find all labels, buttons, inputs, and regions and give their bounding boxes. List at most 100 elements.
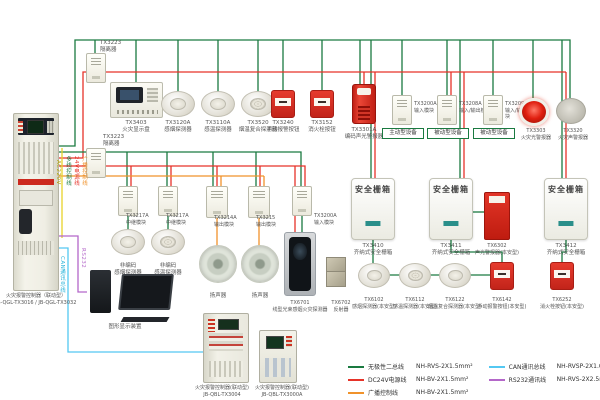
safety-barrier-2-bx-logo (443, 220, 459, 226)
safety-barrier-3-bx-title: 安全栅箱 (548, 185, 584, 195)
safety-barrier-2: 安全栅箱 (429, 178, 473, 240)
smoke-detector (161, 91, 195, 117)
passive-device-tag-1: 被动型设备 (427, 128, 469, 139)
output-module-1 (206, 186, 228, 218)
fire-alarm-cabinet-cab-vents (18, 142, 54, 174)
fire-sound-alarm (556, 98, 586, 124)
repeater-module-1 (118, 186, 138, 216)
noncoded-heat-detector (151, 229, 185, 255)
legend-wire-spec: NH-RVS-2X2.5mm² (556, 376, 600, 383)
controller-floor (203, 313, 249, 383)
passive-device-tag-2: 被动型设备 (473, 128, 515, 139)
legend-item: RS232通讯线 NH-RVS-2X2.5mm² (488, 375, 600, 384)
controller-floor-cf-leds (208, 318, 215, 333)
fire-alarm-cabinet-cab-leds (18, 121, 24, 134)
io-module-1 (437, 95, 457, 125)
io-module-2 (483, 95, 503, 125)
heat-detector (201, 91, 235, 117)
is-hydrant-button (550, 262, 574, 290)
loop2-bus-b (106, 151, 302, 186)
can-bus-label: CAN通讯总线 (59, 256, 65, 294)
barrier2-ismcp (450, 240, 503, 262)
reflector-cell (326, 271, 346, 287)
is-combined-detector (439, 263, 471, 288)
legend-wire-name: RS232通讯线 (508, 377, 547, 384)
repeater-module-2 (158, 186, 178, 216)
combined-detector (241, 91, 275, 117)
can-line (57, 247, 203, 353)
controller-wall-cw-slots (265, 357, 291, 377)
fire-alarm-cabinet-cab-grill (18, 240, 54, 255)
controller-floor-cf-scr (218, 318, 240, 330)
multiline-control-label: 多线控制线 (65, 156, 71, 186)
noncoded-smoke-detector-label: 非编码感烟探测器 (114, 263, 142, 276)
loop1-24v (57, 71, 566, 159)
legend-wire-spec: NH-RVSP-2X1.0mm² (556, 363, 600, 370)
graphic-display-workstation-mon (117, 274, 174, 311)
controller-floor-cf-rows (209, 333, 243, 351)
fire-alarm-cabinet-label: 火灾报警控制器（联动型）JB-QGL-TX3016 / JB-QGL-TX303… (0, 293, 77, 306)
fire-display-panel-pn-row (117, 109, 158, 114)
fire-alarm-cabinet-cab-phone (19, 209, 33, 234)
speaker-1-label: 扬声器 (209, 293, 227, 299)
barrier3-ishyd (561, 240, 567, 262)
legend-swatch (488, 365, 505, 368)
graphic-display-workstation (85, 270, 174, 322)
noncoded-smoke-detector (111, 229, 145, 255)
safety-barrier-3-bx-logo (558, 220, 574, 226)
safety-barrier-1-bx-logo (365, 220, 381, 226)
legend-swatch (348, 365, 364, 368)
legend-wire-name: 无极性二总线 (368, 364, 405, 371)
beam-smoke-detector (284, 232, 316, 296)
fire-alarm-cabinet-cab-red (18, 179, 54, 186)
input-module-2 (292, 186, 312, 216)
legend-wire-spec: NH-BV-2X1.5mm² (416, 389, 469, 396)
broadcast-label: 广播控制线 (81, 156, 87, 186)
dc24v-label: 24V电源线 (73, 156, 79, 187)
coded-sound-light-alarm (352, 84, 376, 124)
legend-wire-spec: NH-BV-2X1.5mm² (416, 376, 469, 383)
is-heat-detector (399, 263, 431, 288)
fire-alarm-cabinet-cab-keys (47, 121, 55, 134)
safety-barrier-1-bx-title: 安全栅箱 (355, 185, 391, 195)
controller-wall-label: 火灾报警控制器(联动型)JB-QBL-TX3000A (255, 385, 309, 398)
controller-floor-cf-vents (209, 360, 243, 378)
graphic-display-workstation-tower (90, 270, 112, 313)
speaker-2 (241, 245, 279, 283)
legend-swatch (488, 378, 505, 381)
active-device-tag: 主动型设备 (382, 128, 424, 139)
loop2-24v (57, 165, 306, 186)
legend-wire-spec: NH-RVS-2X1.5mm² (416, 363, 473, 370)
controller-floor-label: 火灾报警控制器(联动型)JB-QBL-TX3004 (195, 385, 249, 398)
fire-alarm-cabinet-cab-scr (27, 120, 45, 134)
controller-wall-cw-scr (265, 335, 285, 349)
fire-alarm-cabinet (13, 113, 59, 291)
fire-display-panel-pn-keys (146, 88, 158, 102)
controller-wall (259, 330, 297, 383)
controller-wall-cw-leds (285, 335, 293, 347)
